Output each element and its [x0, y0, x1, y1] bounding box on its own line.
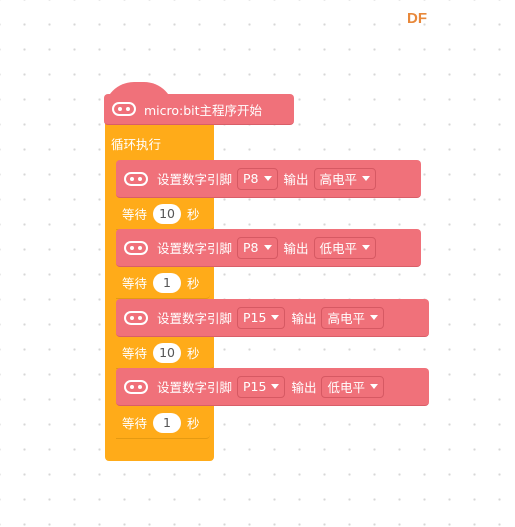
pin-dropdown[interactable]: P8	[237, 167, 278, 190]
set-digital-pin-label: 设置数字引脚	[157, 311, 233, 326]
output-label: 输出	[291, 311, 317, 326]
output-label: 输出	[291, 380, 317, 395]
microbit-icon	[124, 379, 148, 394]
set-digital-pin-block[interactable]: 设置数字引脚 P15 输出 高电平	[116, 299, 429, 337]
wait-seconds-input[interactable]: 1	[153, 272, 182, 293]
level-value: 高电平	[327, 311, 365, 326]
set-digital-pin-label: 设置数字引脚	[157, 172, 233, 187]
pin-value: P15	[243, 379, 267, 394]
chevron-down-icon	[370, 315, 378, 320]
wait-unit: 秒	[187, 346, 200, 361]
chevron-down-icon	[263, 176, 272, 181]
pin-dropdown[interactable]: P8	[237, 236, 278, 259]
microbit-icon	[124, 240, 148, 255]
level-value: 低电平	[319, 241, 358, 256]
brand-logo: DF	[407, 10, 427, 27]
pin-value: P8	[243, 240, 259, 255]
microbit-icon	[112, 102, 136, 116]
level-dropdown[interactable]: 低电平	[313, 236, 377, 259]
wait-label: 等待	[122, 276, 148, 291]
microbit-icon	[124, 171, 148, 186]
wait-label: 等待	[122, 346, 148, 361]
level-dropdown[interactable]: 高电平	[313, 167, 377, 190]
level-dropdown[interactable]: 低电平	[321, 375, 384, 398]
level-value: 高电平	[319, 172, 358, 187]
set-digital-pin-label: 设置数字引脚	[157, 241, 233, 256]
chevron-down-icon	[370, 384, 378, 389]
output-label: 输出	[283, 172, 309, 187]
chevron-down-icon	[362, 245, 371, 250]
wait-unit: 秒	[187, 276, 200, 291]
pin-value: P8	[243, 171, 259, 186]
set-digital-pin-block[interactable]: 设置数字引脚 P8 输出 高电平	[116, 160, 421, 198]
wait-seconds-input[interactable]: 10	[153, 342, 182, 363]
wait-unit: 秒	[187, 207, 200, 222]
chevron-down-icon	[263, 245, 272, 250]
set-digital-pin-block[interactable]: 设置数字引脚 P8 输出 低电平	[116, 229, 421, 267]
wait-seconds-input[interactable]: 10	[153, 203, 182, 224]
wait-seconds-input[interactable]: 1	[153, 412, 182, 433]
forever-loop-label: 循环执行	[111, 137, 162, 152]
wait-block[interactable]: 等待 1 秒	[116, 407, 210, 439]
wait-block[interactable]: 等待 10 秒	[116, 337, 214, 369]
wait-block[interactable]: 等待 10 秒	[116, 198, 214, 230]
wait-label: 等待	[122, 207, 148, 222]
chevron-down-icon	[271, 384, 280, 389]
output-label: 输出	[283, 241, 309, 256]
hat-body[interactable]: micro:bit主程序开始	[104, 94, 294, 125]
pin-dropdown[interactable]: P15	[237, 375, 286, 398]
hat-label: micro:bit主程序开始	[144, 102, 263, 118]
wait-block[interactable]: 等待 1 秒	[116, 267, 210, 299]
chevron-down-icon	[362, 176, 371, 181]
wait-unit: 秒	[187, 416, 200, 431]
chevron-down-icon	[271, 315, 280, 320]
wait-label: 等待	[122, 416, 148, 431]
pin-value: P15	[243, 310, 267, 325]
set-digital-pin-block[interactable]: 设置数字引脚 P15 输出 低电平	[116, 368, 429, 406]
pin-dropdown[interactable]: P15	[237, 306, 286, 329]
level-dropdown[interactable]: 高电平	[321, 306, 384, 329]
microbit-icon	[124, 310, 148, 325]
microbit-start-hat-block[interactable]: micro:bit主程序开始	[104, 82, 294, 125]
level-value: 低电平	[327, 380, 365, 395]
set-digital-pin-label: 设置数字引脚	[157, 380, 233, 395]
